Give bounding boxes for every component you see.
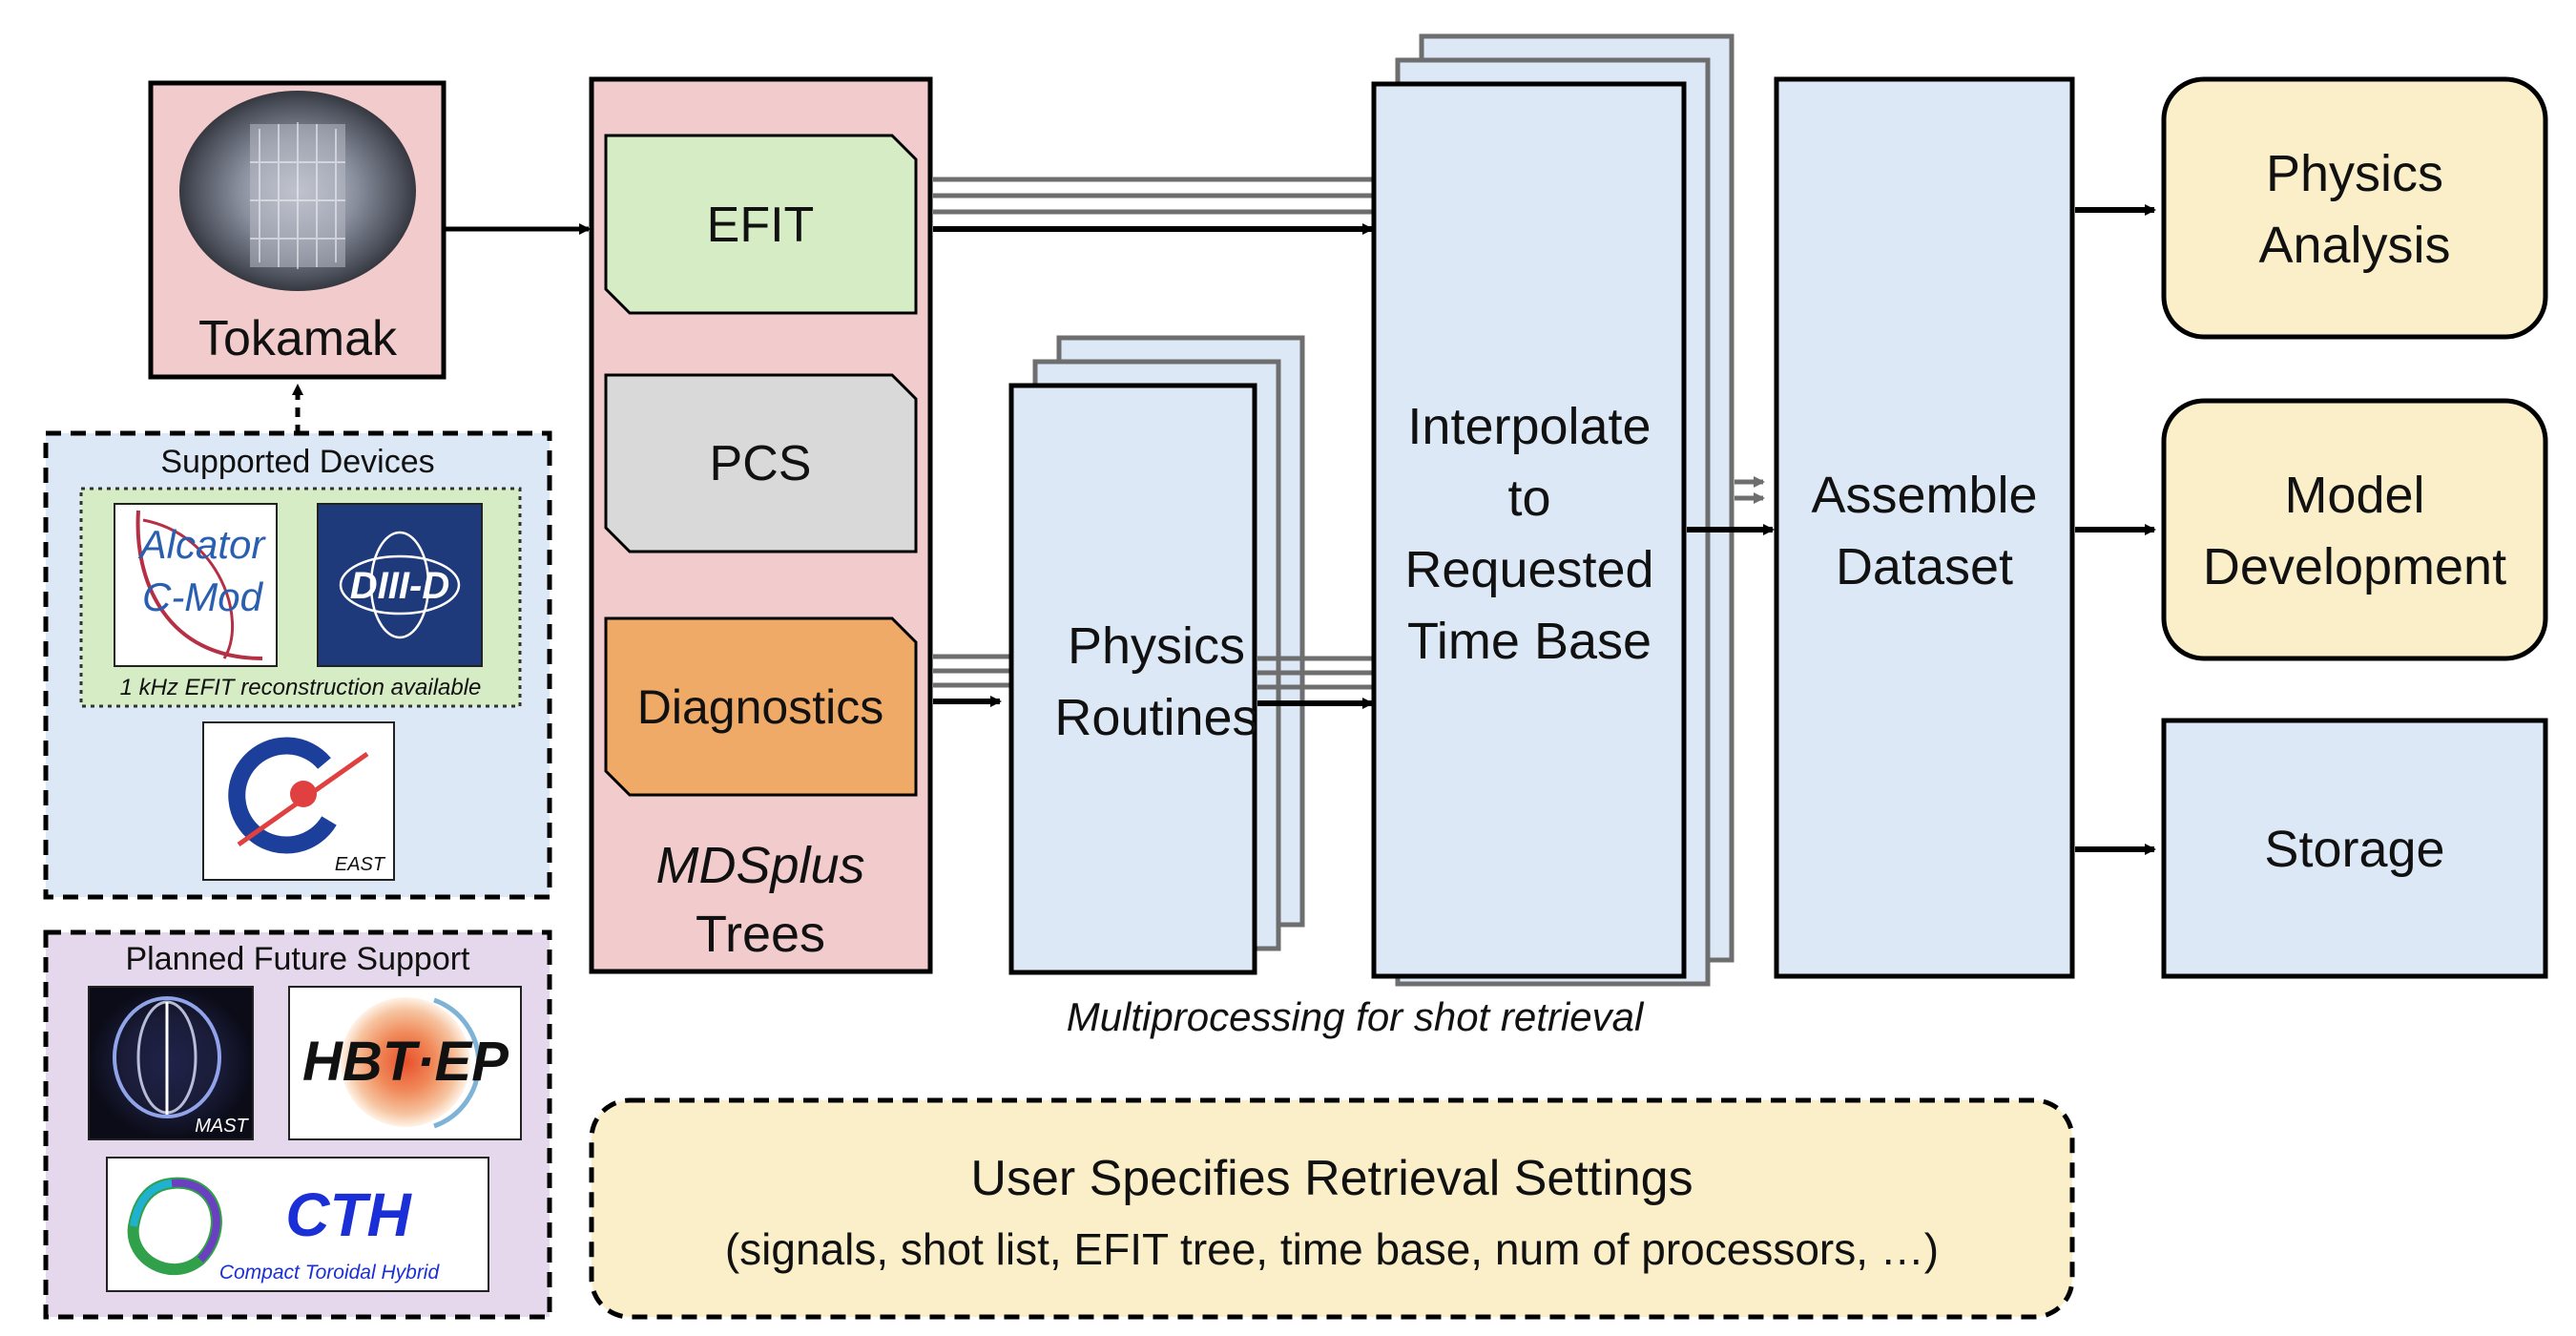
hbtep-logo-text: HBT·EP [302,1031,509,1093]
tokamak-vessel-image [179,91,416,291]
source-pcs-label: PCS [710,436,812,491]
east-logo-text: EAST [335,854,386,875]
mast-logo-text: MAST [195,1116,249,1137]
hbtep-logo: HBT·EP [288,986,522,1140]
user-settings-box: User Specifies Retrieval Settings (signa… [589,1097,2075,1320]
efit-note: 1 kHz EFIT reconstruction available [120,675,482,700]
interpolate-to-assemble-arrows [1687,476,1775,535]
trees-label: Trees [696,906,825,963]
alcator-logo-line1: Alcator [137,522,267,567]
alcator-logo-line2: C-Mod [142,574,264,619]
interpolate-line3: Requested [1404,541,1653,598]
mdsplus-trees-box: EFIT PCS Diagnostics MDSplus Trees [589,76,933,974]
future-support-panel: Planned Future Support MAST HBT·EP CTH [43,929,552,1320]
diiid-logo-text: DIII-D [350,565,449,607]
tokamak-box: Tokamak [148,80,447,380]
east-logo: EAST [202,721,395,881]
future-support-title: Planned Future Support [125,941,470,977]
cth-logo: CTH Compact Toroidal Hybrid [106,1157,489,1292]
cth-logo-text: CTH [285,1180,412,1249]
output-model-development-line1: Model [2284,467,2424,524]
physics-routines-stack: Physics Routines [1008,335,1305,975]
output-physics-analysis-line2: Analysis [2258,217,2450,274]
output-storage: Storage [2161,718,2548,979]
supported-devices-title: Supported Devices [160,444,434,480]
physics-routines-line1: Physics [1068,617,1245,675]
source-efit: EFIT [604,134,918,315]
source-pcs: PCS [604,373,918,553]
assemble-line2: Dataset [1836,538,2013,595]
diiid-logo: DIII-D [317,503,483,667]
output-storage-label: Storage [2264,821,2444,878]
output-physics-analysis: Physics Analysis [2161,76,2548,340]
multiprocessing-caption: Multiprocessing for shot retrieval [1067,994,1645,1039]
user-settings-detail: (signals, shot list, EFIT tree, time bas… [725,1224,1939,1274]
source-diagnostics-label: Diagnostics [637,680,883,734]
output-model-development-line2: Development [2203,538,2506,595]
assemble-line1: Assemble [1811,467,2037,524]
cth-logo-subtitle: Compact Toroidal Hybrid [219,1262,441,1284]
interpolate-line4: Time Base [1407,613,1652,670]
diagnostics-to-routines-arrows [933,654,1009,707]
alcator-cmod-logo: Alcator C-Mod [114,503,278,667]
assemble-to-outputs-arrows [2075,204,2156,855]
tokamak-label: Tokamak [198,311,398,366]
source-diagnostics: Diagnostics [604,616,918,797]
interpolate-line2: to [1507,470,1550,527]
cth-torus-icon [127,1177,222,1275]
assemble-dataset-box: Assemble Dataset [1774,76,2075,979]
physics-routines-line2: Routines [1054,689,1257,746]
source-efit-label: EFIT [707,198,815,253]
interpolate-line1: Interpolate [1407,398,1651,455]
output-physics-analysis-line1: Physics [2266,145,2443,202]
mdsplus-label: MDSplus [655,837,864,894]
output-model-development: Model Development [2161,398,2548,661]
routines-to-interpolate-arrows [1257,656,1385,709]
interpolate-stack: Interpolate to Requested Time Base [1371,33,1735,987]
mast-logo: MAST [88,986,254,1140]
user-settings-title: User Specifies Retrieval Settings [970,1151,1693,1206]
supported-devices-panel: Supported Devices Alcator C-Mod DIII-D 1… [43,430,552,900]
efit-to-interpolate-arrows [933,177,1385,235]
